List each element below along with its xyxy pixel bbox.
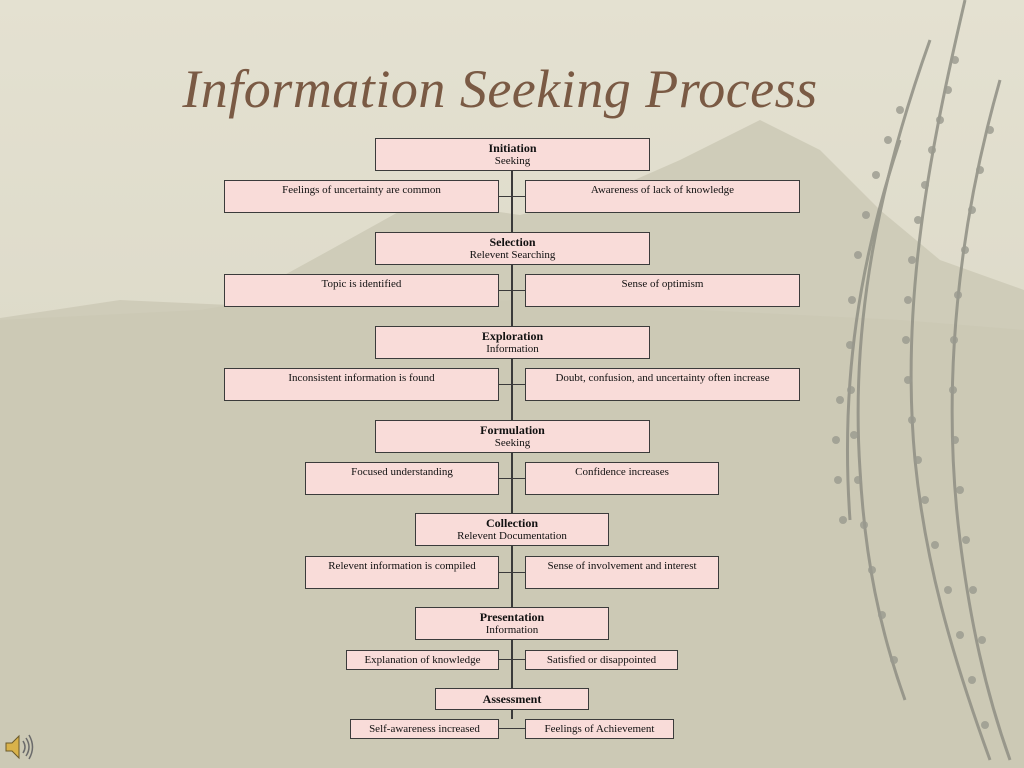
stage-right-box: Sense of involvement and interest (525, 556, 719, 589)
stage-name: Collection (486, 516, 538, 530)
stage-box-initiation: Initiation Seeking (375, 138, 650, 171)
stage-name: Assessment (482, 692, 542, 706)
willow-buds (832, 56, 994, 729)
connector-line (499, 659, 525, 660)
stage-box-formulation: Formulation Seeking (375, 420, 650, 453)
stage-left-text: Explanation of knowledge (364, 654, 481, 666)
stage-left-text: Inconsistent information is found (288, 372, 435, 384)
connector-line (499, 290, 525, 291)
stage-name: Presentation (479, 610, 545, 624)
stage-right-box: Confidence increases (525, 462, 719, 495)
stage-box-assessment: Assessment (435, 688, 589, 710)
stage-right-box: Sense of optimism (525, 274, 800, 307)
stage-left-box: Relevent information is compiled (305, 556, 499, 589)
willow-branches (845, 0, 1012, 761)
stage-left-box: Self-awareness increased (350, 719, 499, 739)
stage-right-text: Awareness of lack of knowledge (590, 184, 735, 196)
connector-line (499, 728, 525, 729)
stage-left-box: Feelings of uncertainty are common (224, 180, 499, 213)
stage-right-box: Awareness of lack of knowledge (525, 180, 800, 213)
speaker-icon[interactable] (2, 730, 36, 764)
stage-right-box: Doubt, confusion, and uncertainty often … (525, 368, 800, 401)
stage-name: Formulation (480, 423, 545, 437)
stage-box-collection: Collection Relevent Documentation (415, 513, 609, 546)
stage-right-text: Doubt, confusion, and uncertainty often … (555, 372, 770, 384)
stage-right-text: Sense of optimism (621, 278, 704, 290)
stage-right-text: Feelings of Achievement (544, 723, 655, 735)
stage-subtitle: Relevent Searching (469, 249, 556, 261)
stage-left-text: Relevent information is compiled (328, 560, 476, 572)
stage-box-presentation: Presentation Information (415, 607, 609, 640)
slide-title: Information Seeking Process (182, 59, 818, 119)
stage-box-selection: Selection Relevent Searching (375, 232, 650, 265)
stage-subtitle: Information (486, 343, 539, 355)
stage-left-box: Focused understanding (305, 462, 499, 495)
stage-right-text: Confidence increases (575, 466, 669, 478)
stage-name: Initiation (488, 141, 537, 155)
stage-right-box: Satisfied or disappointed (525, 650, 678, 670)
connector-line (499, 572, 525, 573)
stage-box-exploration: Exploration Information (375, 326, 650, 359)
stage-name: Exploration (481, 329, 544, 343)
stage-right-text: Satisfied or disappointed (546, 654, 657, 666)
stage-subtitle: Seeking (494, 437, 531, 449)
stage-subtitle: Seeking (494, 155, 531, 167)
stage-subtitle: Relevent Documentation (457, 530, 567, 542)
connector-line (499, 384, 525, 385)
stage-right-text: Sense of involvement and interest (547, 560, 697, 572)
stage-name: Selection (489, 235, 536, 249)
connector-line (499, 478, 525, 479)
stage-left-text: Feelings of uncertainty are common (282, 184, 441, 196)
stage-right-box: Feelings of Achievement (525, 719, 674, 739)
stage-left-box: Explanation of knowledge (346, 650, 499, 670)
stage-left-box: Topic is identified (224, 274, 499, 307)
stage-left-text: Self-awareness increased (369, 723, 480, 735)
connector-line (499, 196, 525, 197)
stage-left-text: Focused understanding (351, 466, 453, 478)
stage-left-text: Topic is identified (321, 278, 402, 290)
stage-left-box: Inconsistent information is found (224, 368, 499, 401)
stage-subtitle: Information (485, 624, 539, 636)
